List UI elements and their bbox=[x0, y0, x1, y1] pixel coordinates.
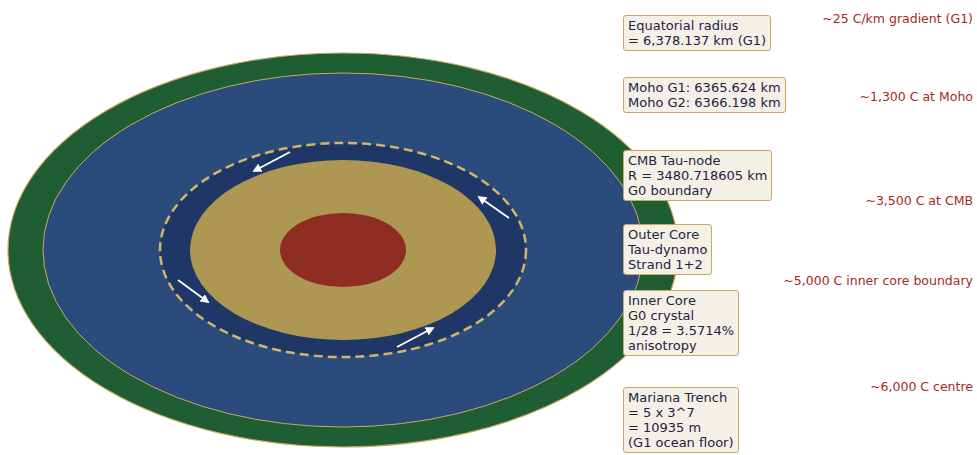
callout-box: CMB Tau-nodeR = 3480.718605 kmG0 boundar… bbox=[623, 150, 772, 201]
callout-text: G0 boundary bbox=[628, 183, 767, 198]
mantle bbox=[43, 73, 643, 427]
centre bbox=[280, 213, 406, 287]
callout-text: anisotropy bbox=[628, 338, 734, 353]
callout-text: Tau-dynamo bbox=[628, 242, 707, 257]
dynamo-flow-arrows bbox=[178, 152, 509, 347]
callout-box: Moho G1: 6365.624 kmMoho G2: 6366.198 km bbox=[623, 77, 786, 113]
callout-text: G0 crystal bbox=[628, 308, 734, 323]
temperature-label: ~5,000 C inner core boundary bbox=[783, 273, 973, 288]
callout-text: Strand 1+2 bbox=[628, 257, 707, 272]
callout-text: CMB Tau-node bbox=[628, 153, 767, 168]
temperature-label: ~25 C/km gradient (G1) bbox=[822, 11, 973, 26]
callout-text: = 10935 m bbox=[628, 420, 734, 435]
callout-text: 1/28 = 3.5714% bbox=[628, 323, 734, 338]
temperature-label: ~3,500 C at CMB bbox=[865, 193, 973, 208]
callout-text: = 5 x 3^7 bbox=[628, 405, 734, 420]
callout-text: Mariana Trench bbox=[628, 390, 734, 405]
callout-text: Outer Core bbox=[628, 227, 707, 242]
callout-text: Equatorial radius bbox=[628, 18, 766, 33]
callout-box: Equatorial radius= 6,378.137 km (G1) bbox=[623, 15, 771, 51]
callout-box: Mariana Trench= 5 x 3^7= 10935 m(G1 ocea… bbox=[623, 387, 739, 453]
callout-text: Inner Core bbox=[628, 293, 734, 308]
callout-text: (G1 ocean floor) bbox=[628, 435, 734, 450]
callout-text: Moho G1: 6365.624 km bbox=[628, 80, 781, 95]
callout-text: Moho G2: 6366.198 km bbox=[628, 95, 781, 110]
crust bbox=[8, 53, 678, 447]
temperature-label: ~6,000 C centre bbox=[870, 379, 973, 394]
callout-box: Outer CoreTau-dynamoStrand 1+2 bbox=[623, 224, 712, 275]
temperature-label: ~1,300 C at Moho bbox=[860, 89, 973, 104]
outer-core bbox=[160, 143, 526, 357]
callout-text: R = 3480.718605 km bbox=[628, 168, 767, 183]
inner-core bbox=[190, 160, 496, 340]
callout-box: Inner CoreG0 crystal1/28 = 3.5714%anisot… bbox=[623, 290, 739, 356]
callout-text: = 6,378.137 km (G1) bbox=[628, 33, 766, 48]
